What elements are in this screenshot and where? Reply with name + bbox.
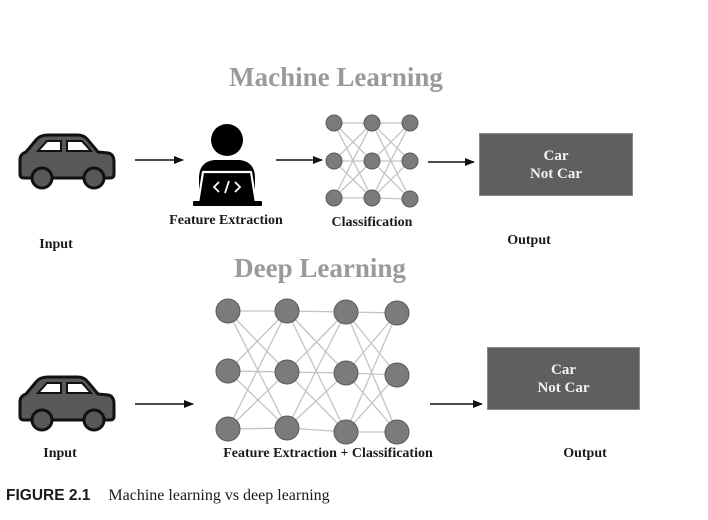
- ml-network-node: [325, 189, 343, 207]
- dl-network-edge: [345, 312, 398, 374]
- dl-network-node: [333, 299, 359, 325]
- dl-network-edge: [227, 310, 288, 430]
- dl-network-edge: [345, 372, 398, 433]
- ml-output-label: Output: [507, 233, 551, 248]
- ml-network-node: [363, 114, 381, 132]
- dl-network-edge: [286, 310, 347, 433]
- ml-network-edge: [333, 122, 373, 162]
- figure-caption-text: Machine learning vs deep learning: [108, 487, 330, 504]
- dl-network-node: [333, 419, 359, 445]
- dl-network-edge: [345, 374, 398, 433]
- dl-output-label: Output: [563, 446, 607, 461]
- dl-network-node: [384, 419, 410, 445]
- dl-network-node: [384, 300, 410, 326]
- person-laptop-code-icon: [193, 124, 262, 206]
- ml-network-edge: [333, 160, 373, 199]
- ml-output-box: Car Not Car: [479, 133, 633, 196]
- dl-feature-classification-label: Feature Extraction + Classification: [223, 446, 433, 461]
- dl-network-node: [333, 360, 359, 386]
- dl-network-edge: [227, 371, 288, 430]
- ml-output-class-not-car: Not Car: [529, 165, 583, 182]
- dl-input-car-icon: [18, 375, 116, 432]
- dl-network-node: [384, 362, 410, 388]
- ml-network-edge: [333, 122, 373, 199]
- dl-network-edge: [286, 311, 347, 373]
- dl-network-edge: [227, 370, 288, 429]
- dl-output-class-car: Car: [551, 361, 576, 378]
- dl-network-node: [215, 298, 241, 324]
- dl-output-class-not-car: Not Car: [537, 379, 590, 396]
- ml-feature-extraction-label: Feature Extraction: [169, 213, 283, 228]
- ml-network-node: [363, 152, 381, 170]
- dl-network-edge: [286, 371, 347, 433]
- ml-network-node: [401, 190, 419, 208]
- ml-network-edge: [371, 122, 411, 199]
- dl-network-node: [274, 359, 300, 385]
- ml-input-label: Input: [39, 237, 73, 252]
- dl-input-label: Input: [43, 446, 77, 461]
- ml-classification-network: [325, 114, 419, 208]
- dl-network-edge: [227, 310, 288, 372]
- dl-network-node: [215, 358, 241, 384]
- ml-input-car-icon: [18, 133, 116, 190]
- ml-network-node: [325, 152, 343, 170]
- dl-network-node: [274, 298, 300, 324]
- dl-section-title: Deep Learning: [234, 253, 406, 283]
- dl-network-edge: [286, 311, 347, 429]
- dl-network-edge: [286, 372, 347, 429]
- figure-caption: FIGURE 2.1 Machine learning vs deep learn…: [6, 487, 330, 505]
- dl-network: [215, 298, 410, 445]
- ml-section-title: Machine Learning: [229, 62, 443, 92]
- ml-network-edge: [371, 160, 411, 199]
- dl-network-node: [215, 416, 241, 442]
- dl-network-edge: [345, 312, 398, 433]
- ml-network-node: [363, 189, 381, 207]
- ml-network-node: [401, 152, 419, 170]
- ml-output-class-car: Car: [543, 147, 569, 164]
- ml-network-node: [325, 114, 343, 132]
- ml-network-edge: [371, 122, 411, 162]
- figure-number: FIGURE 2.1: [6, 487, 91, 504]
- ml-network-node: [401, 114, 419, 132]
- dl-network-node: [274, 415, 300, 441]
- ml-classification-label: Classification: [331, 215, 413, 230]
- dl-output-box: Car Not Car: [487, 347, 640, 410]
